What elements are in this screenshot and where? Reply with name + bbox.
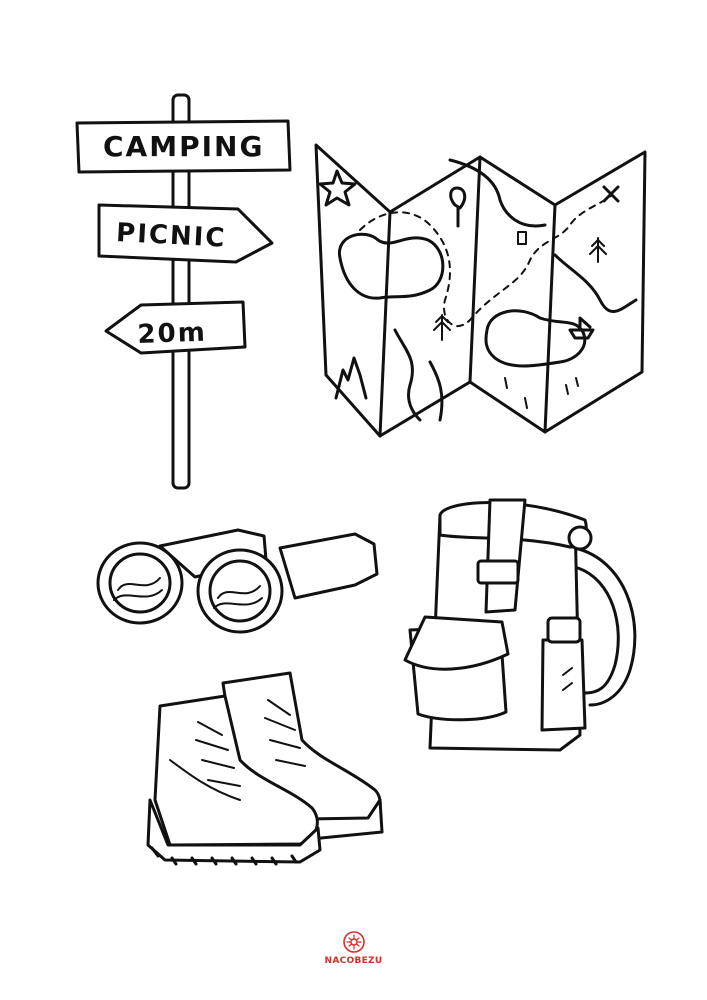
sign-picnic-label: PICNIC [115,218,228,254]
sign-distance-label: 20m [137,317,208,350]
nacobezu-logo-icon [342,931,365,953]
sign-camping-board [75,119,292,174]
brand-footer: NACOBEZU [0,930,707,966]
sign-camping-label: CAMPING [103,130,265,163]
map-outline [314,143,647,438]
sign-distance-board [104,300,247,355]
map-icon [314,143,647,438]
sign-picnic-board [97,203,274,264]
backpack-icon [403,498,637,752]
binoculars-icon [96,528,379,634]
signpost-icon [75,93,292,490]
hiking-boots-icon [146,671,384,866]
brand-name: NACOBEZU [324,956,383,966]
